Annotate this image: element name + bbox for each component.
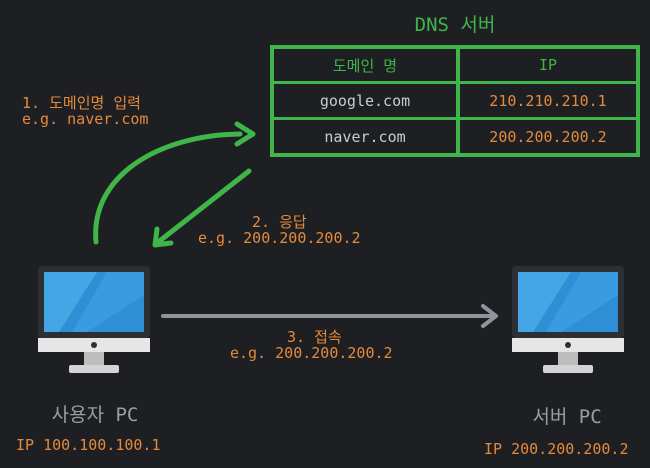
table-row-divider [274, 117, 636, 120]
step2-label: 2. 응답 [252, 213, 307, 231]
step1-example: e.g. naver.com [22, 110, 149, 128]
connect-arrowhead [481, 304, 498, 328]
user-pc-label: 사용자 PC [51, 404, 139, 426]
request-arrowhead [234, 121, 256, 147]
table-header-domain: 도메인 명 [332, 56, 398, 75]
response-arrowhead [152, 226, 174, 248]
server-pc-ip: IP 200.200.200.2 [484, 440, 629, 458]
dns-table: 도메인 명 IP google.com 210.210.210.1 naver.… [270, 45, 640, 157]
step1-label: 1. 도메인명 입력 [22, 94, 141, 112]
user-pc-ip: IP 100.100.100.1 [16, 436, 161, 454]
step2-example: e.g. 200.200.200.2 [198, 229, 361, 247]
table-cell-ip: 210.210.210.1 [489, 91, 607, 110]
request-arrow [93, 131, 243, 245]
table-cell-domain: naver.com [324, 127, 406, 146]
response-arrow [154, 168, 252, 246]
table-cell-domain: google.com [319, 91, 411, 110]
desktop-monitor-icon [38, 266, 150, 373]
desktop-monitor-icon [512, 266, 624, 373]
table-column-divider [456, 49, 460, 153]
table-header-ip: IP [538, 56, 558, 74]
table-row-divider [274, 81, 636, 84]
step3-label: 3. 접속 [287, 328, 342, 346]
server-pc-label: 서버 PC [532, 406, 602, 428]
dns-server-title: DNS 서버 [414, 14, 496, 36]
step3-example: e.g. 200.200.200.2 [230, 344, 393, 362]
table-cell-ip: 200.200.200.2 [489, 127, 607, 146]
